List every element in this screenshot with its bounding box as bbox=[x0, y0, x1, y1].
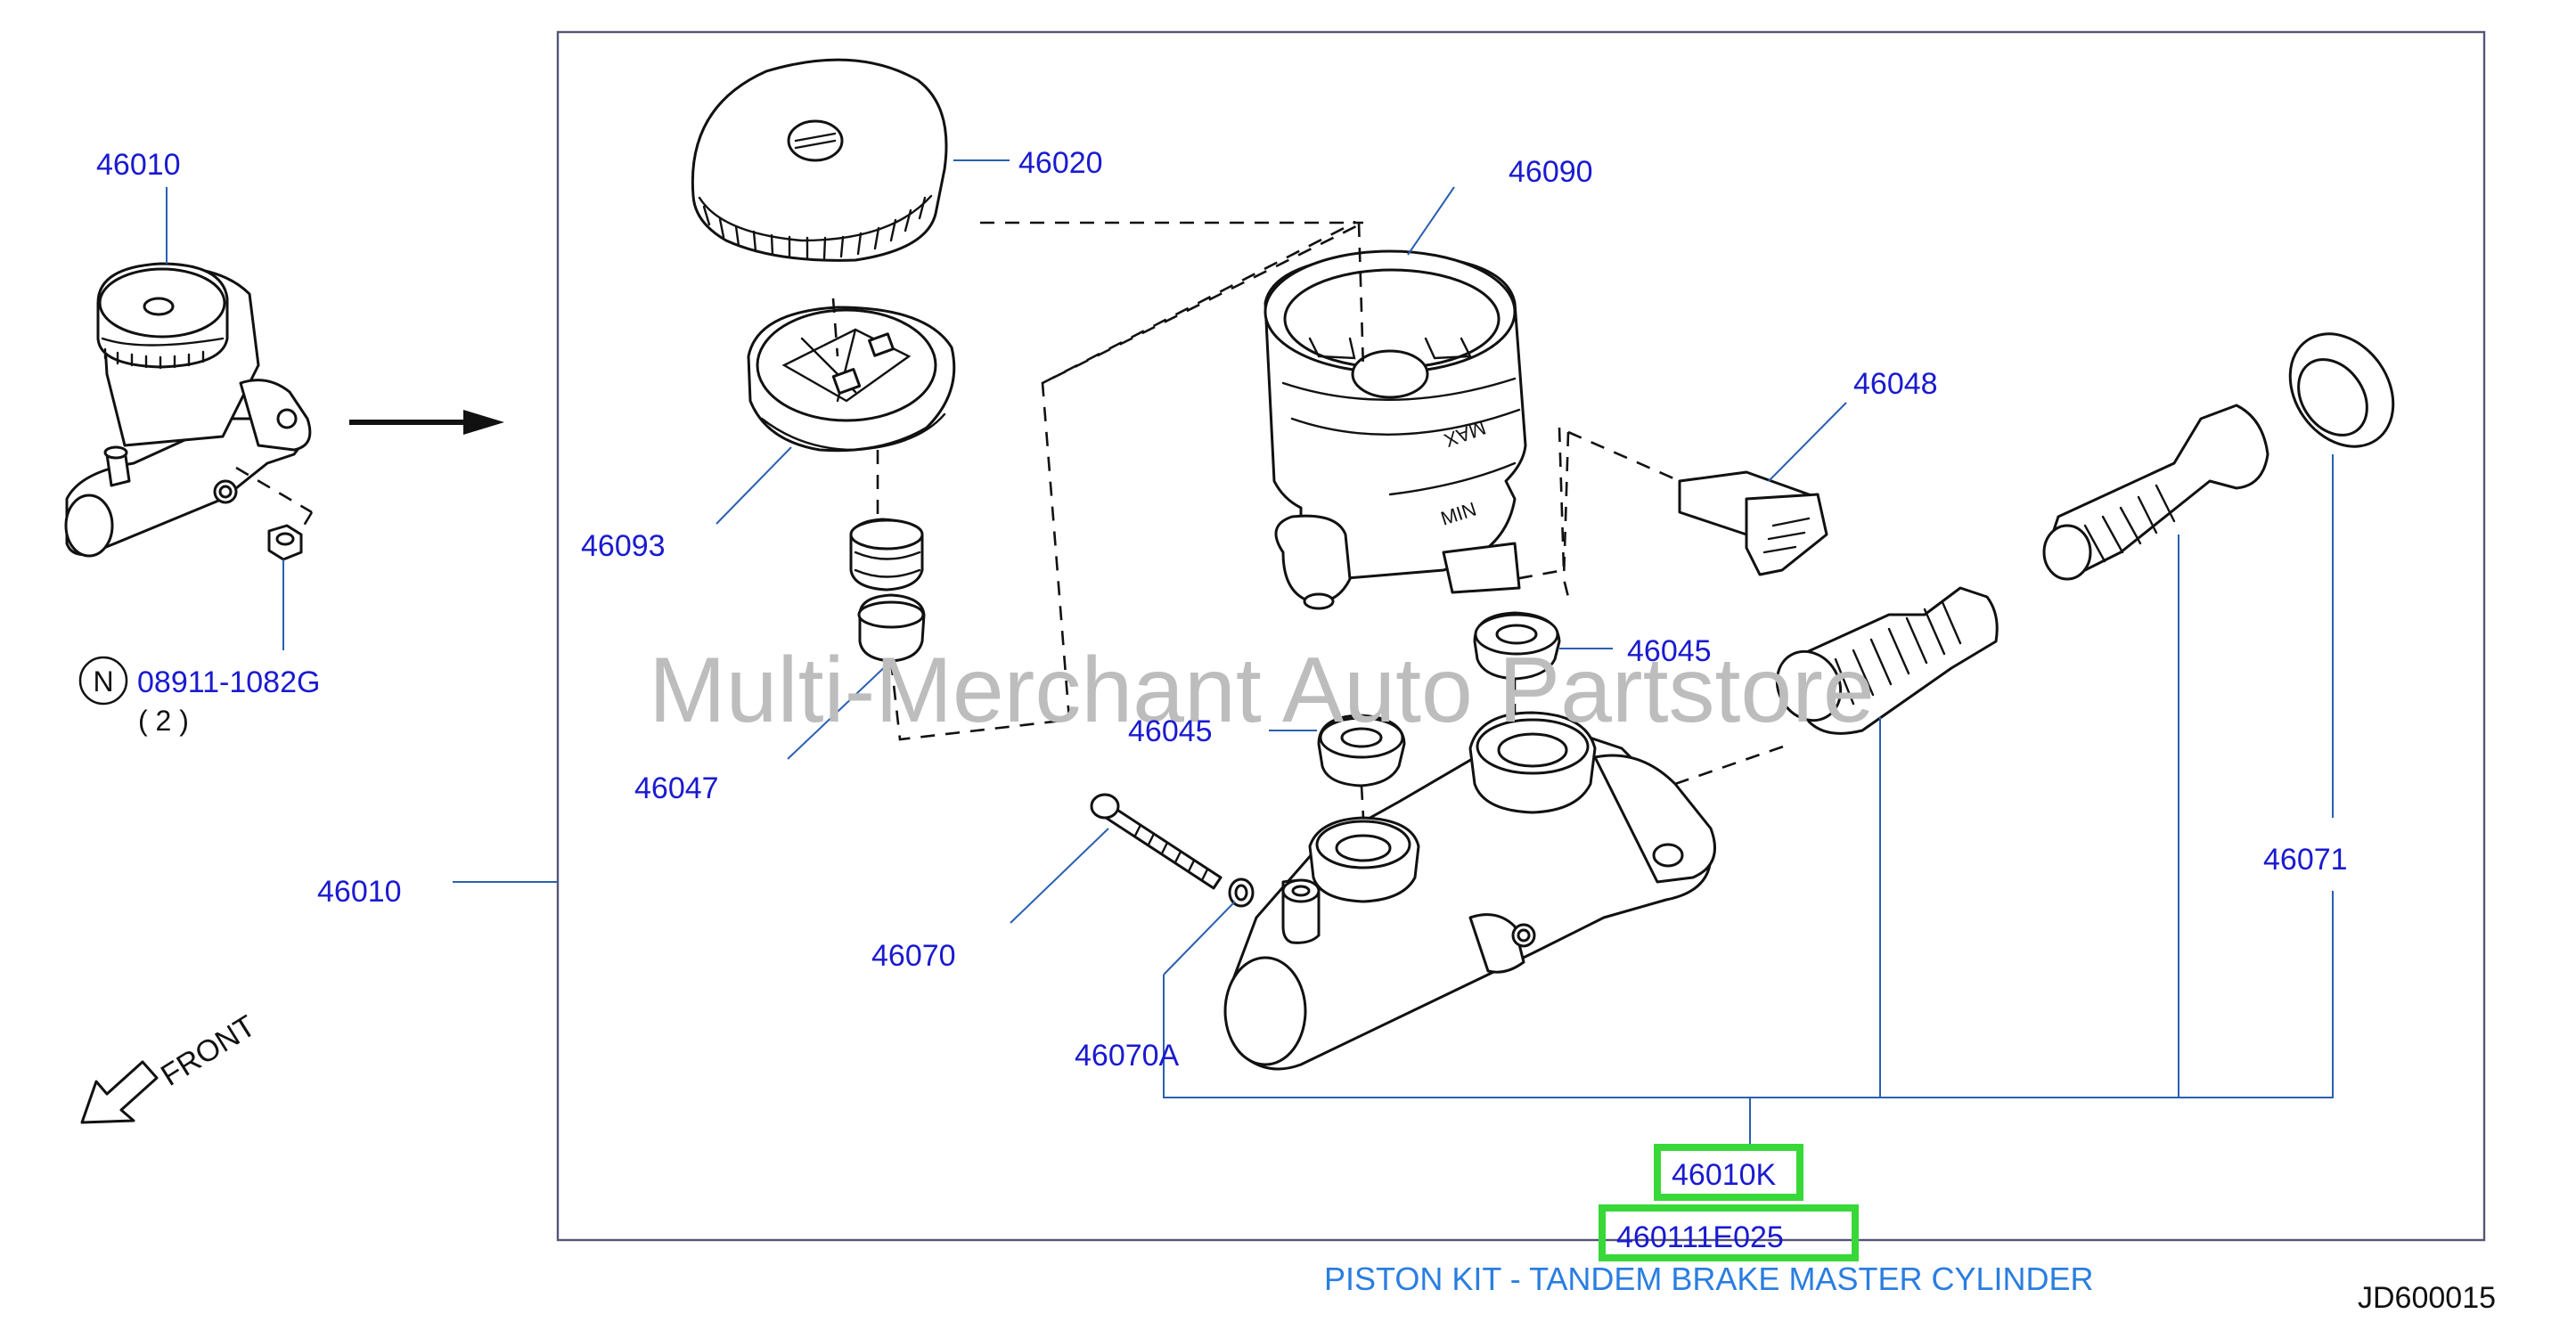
reservoir-seal-valve bbox=[849, 518, 926, 663]
part-label-46010-main[interactable]: 46010 bbox=[317, 875, 402, 909]
stopper-bolt bbox=[1090, 793, 1223, 890]
nut-part-number[interactable]: 08911-1082G bbox=[137, 665, 320, 699]
reservoir-tank: MAX MIN bbox=[1263, 249, 1527, 610]
overview-master-cylinder bbox=[64, 262, 312, 558]
part-label-46093[interactable]: 46093 bbox=[581, 529, 666, 563]
part-label-46071[interactable]: 46071 bbox=[2263, 843, 2348, 877]
bolt-washer bbox=[1228, 877, 1255, 908]
secondary-piston bbox=[2042, 332, 2395, 581]
nut-callout: N 08911-1082G ( 2 ) bbox=[78, 656, 320, 737]
grommet-upper bbox=[1473, 611, 1561, 681]
oem-number-highlight bbox=[1599, 1204, 1859, 1261]
part-label-46070A[interactable]: 46070A bbox=[1075, 1039, 1180, 1073]
level-sensor bbox=[1678, 470, 1828, 576]
master-cylinder-body bbox=[1223, 711, 1716, 1071]
part-label-46048[interactable]: 46048 bbox=[1853, 367, 1938, 401]
primary-piston-spring bbox=[1775, 586, 1999, 735]
part-label-46047[interactable]: 46047 bbox=[634, 771, 719, 805]
expand-arrow-icon bbox=[349, 410, 504, 435]
part-label-46090[interactable]: 46090 bbox=[1509, 155, 1593, 189]
main-frame bbox=[556, 30, 2486, 1242]
watermark: Multi-Merchant Auto Partstore bbox=[649, 639, 1875, 742]
kit-number-highlight bbox=[1654, 1144, 1803, 1201]
front-label: FRONT bbox=[155, 1009, 261, 1093]
part-label-46010K[interactable]: 46010K bbox=[1672, 1158, 1777, 1192]
nut-quantity: ( 2 ) bbox=[138, 705, 189, 737]
diagram-code: JD600015 bbox=[2358, 1281, 2496, 1315]
front-indicator: FRONT bbox=[80, 1009, 262, 1124]
part-label-46070[interactable]: 46070 bbox=[871, 939, 956, 973]
part-label-460111E025[interactable]: 460111E025 bbox=[1616, 1220, 1784, 1254]
nut-badge: N bbox=[93, 665, 113, 698]
part-label-46045-upper[interactable]: 46045 bbox=[1627, 634, 1712, 668]
reservoir-strainer bbox=[747, 306, 956, 453]
reservoir-cap bbox=[691, 58, 948, 262]
part-label-46045-lower[interactable]: 46045 bbox=[1128, 714, 1213, 748]
nut-icon bbox=[267, 524, 303, 561]
part-label-46010-overview[interactable]: 46010 bbox=[96, 148, 181, 182]
nut-badge-circle bbox=[78, 656, 128, 706]
part-label-46020[interactable]: 46020 bbox=[1018, 146, 1103, 180]
diagram-caption: PISTON KIT - TANDEM BRAKE MASTER CYLINDE… bbox=[1324, 1261, 2094, 1297]
grommet-lower bbox=[1317, 714, 1406, 787]
